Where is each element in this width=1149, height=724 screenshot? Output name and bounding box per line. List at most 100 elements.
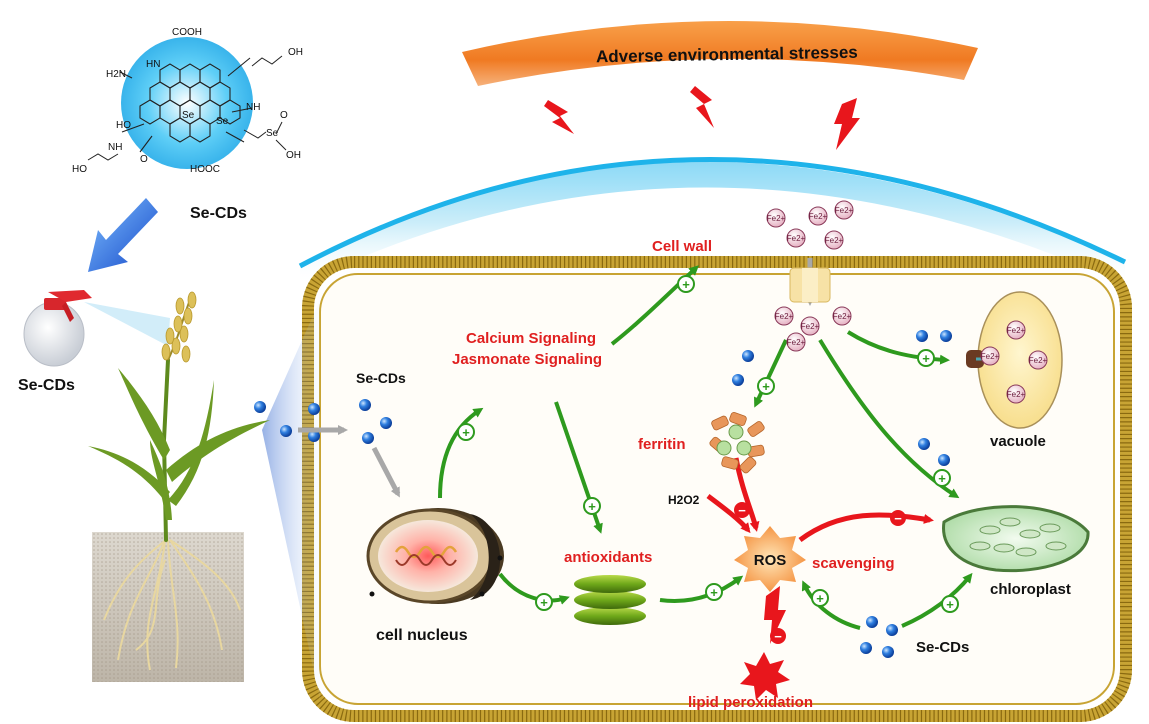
cell-membrane xyxy=(302,256,1132,722)
svg-text:Fe2+: Fe2+ xyxy=(981,352,1000,361)
stress-band xyxy=(462,20,978,87)
minus-sign: − xyxy=(734,502,750,518)
svg-text:Fe2+: Fe2+ xyxy=(825,236,844,245)
group-oh-top: OH xyxy=(288,47,303,58)
rice-panicle xyxy=(161,291,197,363)
svg-text:Fe2+: Fe2+ xyxy=(809,212,828,221)
calcium-signaling-label: Calcium Signaling xyxy=(466,330,596,347)
zoom-beam xyxy=(262,300,320,700)
spray-bottle-icon xyxy=(23,290,170,367)
ferritin-label: ferritin xyxy=(638,436,686,453)
ros-label: ROS xyxy=(754,552,787,569)
spray-label: Se-CDs xyxy=(18,377,75,394)
svg-text:Fe2+: Fe2+ xyxy=(1029,356,1048,365)
chloroplast-icon xyxy=(942,505,1090,573)
svg-text:Fe2+: Fe2+ xyxy=(801,322,820,331)
svg-text:+: + xyxy=(682,277,690,292)
svg-text:Fe2+: Fe2+ xyxy=(835,206,854,215)
plus-sign: + xyxy=(757,377,775,395)
nanodot-group-leaf xyxy=(254,401,320,442)
plus-sign: + xyxy=(917,349,935,367)
svg-text:Fe2+: Fe2+ xyxy=(775,312,794,321)
fe-ion: Fe2+ xyxy=(1006,384,1026,404)
svg-text:Fe2+: Fe2+ xyxy=(1007,326,1026,335)
group-ho-left: HO xyxy=(116,120,131,131)
plant-roots xyxy=(103,539,241,671)
plus-sign: + xyxy=(457,423,475,441)
minus-sign: − xyxy=(770,628,786,644)
fe-ion: Fe2+ xyxy=(766,208,786,228)
fe-ion: Fe2+ xyxy=(1006,320,1026,340)
minus-sign: − xyxy=(890,510,906,526)
sign-markers: + + + + + + + + + + − − − xyxy=(457,275,959,644)
svg-text:+: + xyxy=(762,379,770,394)
plus-sign: + xyxy=(705,583,723,601)
lightning-bolt-icon xyxy=(544,86,860,150)
h2o2-label: H2O2 xyxy=(668,493,700,507)
plant-leaves xyxy=(88,368,270,520)
svg-text:Fe2+: Fe2+ xyxy=(767,214,786,223)
svg-text:+: + xyxy=(588,499,596,514)
group-cooh: COOH xyxy=(172,27,202,38)
red-arrows xyxy=(706,457,934,543)
group-hooc: HOOC xyxy=(190,164,220,175)
fe-ion: Fe2+ xyxy=(980,346,1000,366)
antioxidant-discs-icon xyxy=(574,575,646,625)
plus-sign: + xyxy=(583,497,601,515)
fe-ion: Fe2+ xyxy=(1028,350,1048,370)
plus-sign: + xyxy=(941,595,959,613)
molecule-label: Se-CDs xyxy=(190,205,247,222)
group-h2n: H2N xyxy=(106,69,126,80)
graphene-lattice xyxy=(119,57,253,153)
sky-arc xyxy=(298,157,1127,285)
se-cd-molecule: COOH HOOC H2N HN OH NH HO Se Se Se OH HO… xyxy=(72,27,303,175)
plus-sign: + xyxy=(933,469,951,487)
nanodots-cell xyxy=(732,330,952,658)
ros-burst-icon xyxy=(734,526,806,592)
group-oh-right: OH xyxy=(286,150,301,161)
fe-ion: Fe2+ xyxy=(786,332,806,352)
svg-text:+: + xyxy=(462,425,470,440)
fe-ion: Fe2+ xyxy=(834,200,854,220)
scavenging-label: scavenging xyxy=(812,555,895,572)
group-se-center: Se xyxy=(182,110,195,121)
group-o-right: O xyxy=(280,110,288,121)
vacuole-fe-ions: Fe2+ Fe2+ Fe2+ Fe2+ xyxy=(980,320,1048,404)
svg-text:+: + xyxy=(938,471,946,486)
side-chains xyxy=(87,55,287,161)
group-se-right: Se xyxy=(216,116,229,127)
svg-text:Fe2+: Fe2+ xyxy=(1007,390,1026,399)
svg-text:+: + xyxy=(710,585,718,600)
plus-sign: + xyxy=(535,593,553,611)
vacuole-label: vacuole xyxy=(990,433,1046,450)
lipid-burst-icon xyxy=(740,652,790,700)
svg-text:−: − xyxy=(738,503,746,518)
lipid-peroxidation-label: lipid peroxidation xyxy=(688,694,813,711)
svg-text:+: + xyxy=(946,597,954,612)
group-o-bottom: O xyxy=(140,154,148,165)
chloroplast-label: chloroplast xyxy=(990,581,1071,598)
fe-ion: Fe2+ xyxy=(832,306,852,326)
cell-nucleus-icon xyxy=(366,508,504,604)
ferritin-icon xyxy=(709,412,765,474)
jasmonate-signaling-label: Jasmonate Signaling xyxy=(452,351,602,368)
fe-ion: Fe2+ xyxy=(774,306,794,326)
svg-text:−: − xyxy=(774,629,782,644)
fe-ion: Fe2+ xyxy=(808,206,828,226)
antioxidants-label: antioxidants xyxy=(564,549,652,566)
svg-text:+: + xyxy=(816,591,824,606)
iron-transporter-icon xyxy=(789,267,831,303)
fe-ion: Fe2+ xyxy=(786,228,806,248)
group-se-side: Se xyxy=(266,128,279,139)
fe-ion: Fe2+ xyxy=(824,230,844,250)
cell-nucleus-label: cell nucleus xyxy=(376,627,468,644)
svg-text:+: + xyxy=(540,595,548,610)
cell-wall-label: Cell wall xyxy=(652,238,712,255)
svg-text:Fe2+: Fe2+ xyxy=(833,312,852,321)
rice-plant xyxy=(88,291,270,682)
svg-text:Fe2+: Fe2+ xyxy=(787,338,806,347)
plus-sign: + xyxy=(811,589,829,607)
group-nh-bottom: NH xyxy=(108,142,122,153)
fe-ions: Fe2+ Fe2+ Fe2+ Fe2+ Fe2+ Fe2+ Fe2+ Fe2+ … xyxy=(766,200,854,352)
